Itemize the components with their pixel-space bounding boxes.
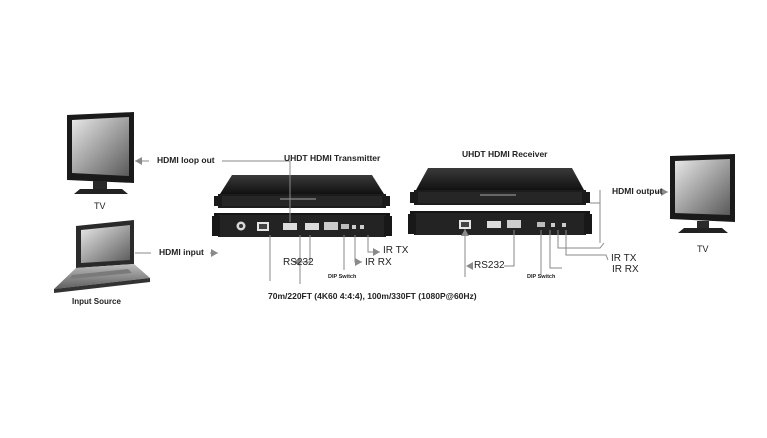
transmitter-title: UHDT HDMI Transmitter — [284, 153, 381, 163]
transmitter-device — [212, 175, 392, 237]
tv-right-label: TV — [697, 244, 709, 254]
ir-tx-receiver-label: IR TX — [611, 253, 637, 264]
hdmi-output-label: HDMI output — [612, 186, 663, 196]
tv-right-icon — [670, 154, 735, 233]
hdmi-input-label: HDMI input — [159, 247, 204, 257]
tv-left-label: TV — [94, 201, 106, 211]
receiver-device — [408, 168, 592, 235]
ir-tx-transmitter-label: IR TX — [383, 245, 409, 256]
dip-switch-receiver-label: DIP Switch — [527, 274, 556, 280]
hdmi-loop-out-label: HDMI loop out — [157, 155, 215, 165]
laptop-icon — [54, 220, 150, 293]
arrowheads — [135, 157, 668, 270]
input-source-label: Input Source — [72, 297, 121, 306]
tv-left-icon — [67, 112, 134, 194]
ir-rx-transmitter-label: IR RX — [365, 257, 392, 268]
receiver-title: UHDT HDMI Receiver — [462, 149, 548, 159]
dip-switch-transmitter-label: DIP Switch — [328, 274, 357, 280]
ir-rx-receiver-label: IR RX — [612, 264, 639, 275]
distance-spec-label: 70m/220FT (4K60 4:4:4), 100m/330FT (1080… — [268, 291, 477, 301]
rs232-receiver-label: RS232 — [474, 260, 505, 271]
rs232-transmitter-label: RS232 — [283, 257, 314, 268]
